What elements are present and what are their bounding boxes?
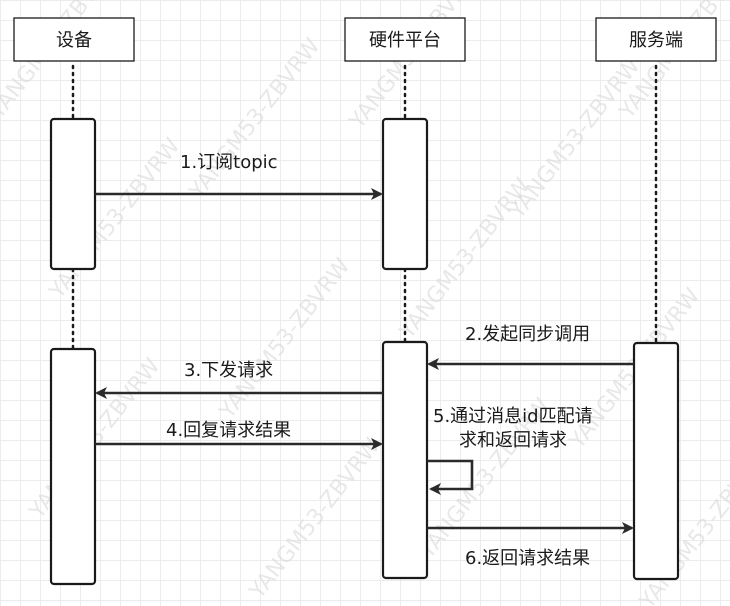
watermark-text: YANGM53-ZBVRW	[244, 434, 385, 605]
watermark-text: YANGM53-ZBVRW	[214, 254, 355, 425]
message-4-label: 4.回复请求结果	[166, 420, 291, 441]
activation-platform-2[interactable]	[381, 340, 429, 580]
participant-device[interactable]: 设备	[13, 17, 135, 62]
participant-platform[interactable]: 硬件平台	[344, 17, 466, 62]
message-2-label: 2.发起同步调用	[465, 324, 590, 345]
watermark-text: YANGM53-ZBVRW	[504, 54, 645, 225]
activation-server-1[interactable]	[632, 341, 680, 581]
participant-server-label: 服务端	[629, 30, 683, 51]
message-5-label-line2: 求和返回请求	[459, 430, 567, 451]
message-3-label: 3.下发请求	[184, 360, 273, 381]
participant-platform-label: 硬件平台	[369, 30, 441, 51]
message-1-label: 1.订阅topic	[180, 152, 278, 173]
activation-device-1[interactable]	[49, 117, 97, 271]
message-5-self-arrow	[427, 459, 474, 495]
participant-box	[344, 17, 466, 62]
participant-box	[13, 17, 135, 62]
watermark-text: YANGM53-ZBVRW	[184, 34, 325, 205]
participant-device-label: 设备	[56, 30, 92, 51]
message-6-label: 6.返回请求结果	[465, 548, 590, 569]
message-5-label-line1: 5.通过消息id匹配请	[433, 406, 593, 427]
participant-box	[595, 17, 717, 62]
activation-platform-1[interactable]	[381, 117, 429, 271]
activation-device-2[interactable]	[49, 347, 97, 586]
participant-server[interactable]: 服务端	[595, 17, 717, 62]
